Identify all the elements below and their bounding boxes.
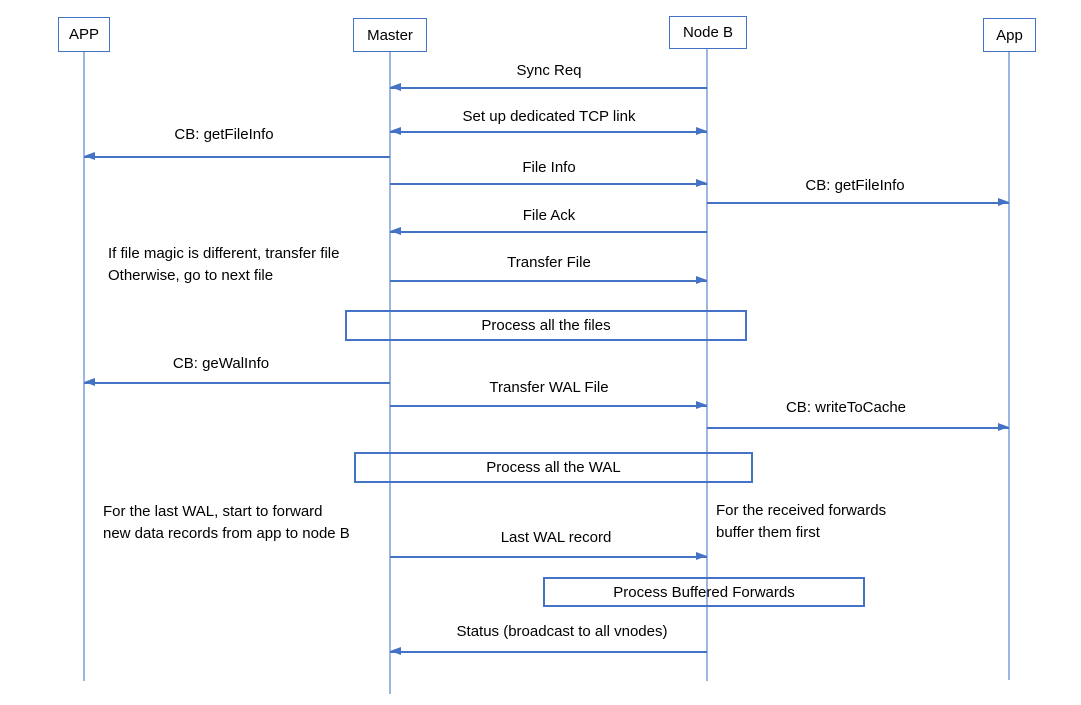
message-line-file-info [390,183,707,185]
arrowhead-left-icon [390,647,401,655]
note-line: If file magic is different, transfer fil… [108,245,340,262]
message-line-cb-getfileinfo [84,156,390,158]
arrowhead-left-icon [390,83,401,91]
actor-box-app: APP [58,17,110,52]
process-box-label: Process Buffered Forwards [613,583,795,601]
message-line-set-up-dedicated-tcp-link [390,131,707,133]
message-label-transfer-file: Transfer File [507,254,591,271]
message-label-file-ack: File Ack [522,207,576,224]
message-line-cb-getfileinfo [707,202,1009,204]
note-line: For the received forwards [716,502,887,519]
note-text: For the last WAL, start to forward new da… [103,501,350,545]
message-label-cb-getfileinfo: CB: getFileInfo [174,126,274,143]
arrowhead-right-icon [696,127,707,135]
message-line-sync-req [390,87,707,89]
process-box-process-all-the-wal: Process all the WAL [354,452,753,483]
message-line-cb-writetocache [707,427,1009,429]
lifeline-app [1008,52,1010,680]
actor-box-master: Master [353,18,427,52]
message-label-cb-getfileinfo: CB: getFileInfo [805,177,905,194]
message-label-cb-writetocache: CB: writeToCache [785,399,907,416]
actor-label: Node B [682,24,734,41]
note-text: For the received forwards buffer them fir… [716,500,886,544]
arrowhead-left-icon [84,152,95,160]
lifeline-app [83,52,85,681]
arrowhead-right-icon [696,276,707,284]
message-label-cb-gewalinfo: CB: geWalInfo [172,355,270,372]
message-line-status-broadcast-to-all-vnodes [390,651,707,653]
message-line-last-wal-record [390,556,707,558]
arrowhead-left-icon [390,127,401,135]
note-line: new data records from app to node B [103,525,350,542]
actor-box-app: App [983,18,1036,52]
actor-label: Master [367,26,413,44]
note-line: buffer them first [716,524,820,541]
note-text: If file magic is different, transfer fil… [108,243,339,287]
message-label-status-broadcast-to-all-vnodes: Status (broadcast to all vnodes) [456,623,668,640]
process-box-label: Process all the files [481,317,611,334]
arrowhead-right-icon [696,401,707,409]
message-label-transfer-wal-file: Transfer WAL File [489,379,609,396]
arrowhead-right-icon [696,179,707,187]
message-label-file-info: File Info [522,159,576,176]
message-label-set-up-dedicated-tcp-link: Set up dedicated TCP link [462,108,636,125]
message-line-transfer-wal-file [390,405,707,407]
lifeline-node-b [706,49,708,681]
actor-label: APP [68,26,99,43]
arrowhead-left-icon [84,378,95,386]
message-label-sync-req: Sync Req [516,62,582,79]
process-box-label: Process all the WAL [486,459,621,476]
lifeline-master [389,52,391,694]
message-line-file-ack [390,231,707,233]
process-box-process-all-the-files: Process all the files [345,310,747,341]
message-line-transfer-file [390,280,707,282]
actor-box-node-b: Node B [669,16,747,49]
process-box-process-buffered-forwards: Process Buffered Forwards [543,577,865,607]
note-line: For the last WAL, start to forward [103,503,323,520]
arrowhead-right-icon [998,423,1009,431]
arrowhead-right-icon [696,552,707,560]
message-line-cb-gewalinfo [84,382,390,384]
actor-label: App [996,26,1023,44]
arrowhead-right-icon [998,198,1009,206]
arrowhead-left-icon [390,227,401,235]
note-line: Otherwise, go to next file [108,267,274,284]
message-label-last-wal-record: Last WAL record [500,529,612,546]
